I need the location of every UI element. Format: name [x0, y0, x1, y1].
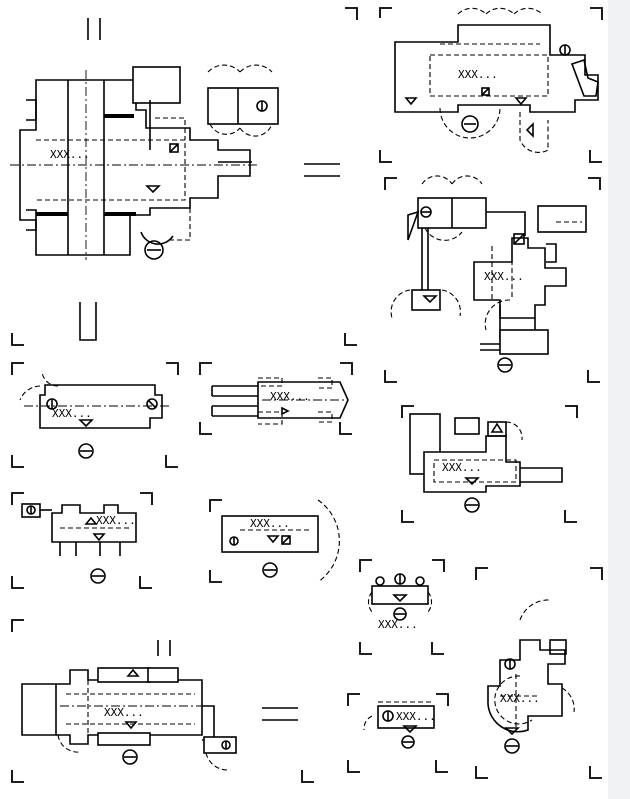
machine-a-label: XXX...: [50, 148, 90, 161]
machine-g-body: XXX...: [21, 503, 137, 584]
machine-k-body: XXX...: [363, 701, 436, 749]
machine-a-body: XXX...: [10, 66, 260, 260]
machine-c-corner-marks: [384, 177, 601, 383]
machine-e-label: XXX...: [270, 390, 310, 403]
machine-f-label: XXX...: [442, 461, 482, 474]
machine-h-label: XXX...: [250, 517, 290, 530]
machine-b-layout: XXX...: [379, 7, 603, 163]
machine-i-corner-marks: [359, 559, 445, 655]
machine-i-body: XXX...: [368, 573, 432, 631]
machine-g-layout: XXX...: [11, 492, 153, 589]
machine-f-corner-marks: [401, 405, 578, 523]
machine-g-corner-marks: [11, 492, 153, 589]
page-edge-strip: [608, 0, 630, 799]
machine-k-label: XXX...: [396, 710, 436, 723]
machine-i-label: XXX...: [378, 618, 418, 631]
machine-a-service-marks: [79, 18, 340, 341]
machine-i-layout: XXX...: [359, 559, 445, 655]
machine-e-body: XXX...: [211, 377, 349, 425]
machine-c-panel: [537, 205, 587, 233]
machine-a-layout: XXX...: [10, 7, 358, 346]
machine-f-body: XXX...: [409, 413, 563, 513]
machine-d-label: XXX...: [52, 407, 92, 420]
machine-j-corner-marks: [11, 619, 314, 783]
machine-f-layout: XXX...: [401, 405, 578, 523]
machine-j-layout: XXX...: [11, 619, 314, 783]
machine-e-corner-marks: [199, 362, 353, 435]
machine-c-label: XXX...: [484, 270, 524, 283]
machine-d-body: XXX...: [19, 371, 172, 459]
machine-c-upper-unit: [407, 175, 526, 292]
machine-h-body: XXX...: [221, 499, 340, 583]
machine-c-lower-unit: [390, 289, 461, 319]
machine-j-service-marks: [157, 640, 298, 721]
machine-d-corner-marks: [11, 362, 179, 468]
machine-l-layout: XXX...: [475, 567, 603, 779]
machine-b-label: XXX...: [458, 68, 498, 81]
machine-a-corner-marks: [11, 7, 358, 346]
machine-b-corner-marks: [379, 7, 603, 163]
machine-g-label: XXX...: [96, 514, 136, 527]
machine-j-body: XXX...: [21, 667, 237, 771]
machine-a-side-unit: [207, 64, 279, 137]
machine-j-label: XXX...: [104, 706, 144, 719]
machine-l-body: XXX...: [487, 599, 575, 754]
machine-h-corner-marks: [209, 499, 222, 583]
machine-k-layout: XXX...: [347, 693, 449, 773]
machine-d-layout: XXX...: [11, 362, 179, 468]
machine-h-layout: XXX...: [209, 499, 340, 583]
machine-c-layout: XXX...: [384, 175, 601, 383]
machine-c-body: XXX...: [473, 233, 567, 373]
machine-k-corner-marks: [347, 693, 449, 773]
machine-l-corner-marks: [475, 567, 603, 779]
machine-b-body: XXX...: [394, 7, 599, 153]
machine-l-label: XXX...: [500, 692, 540, 705]
machine-e-layout: XXX...: [199, 362, 353, 435]
